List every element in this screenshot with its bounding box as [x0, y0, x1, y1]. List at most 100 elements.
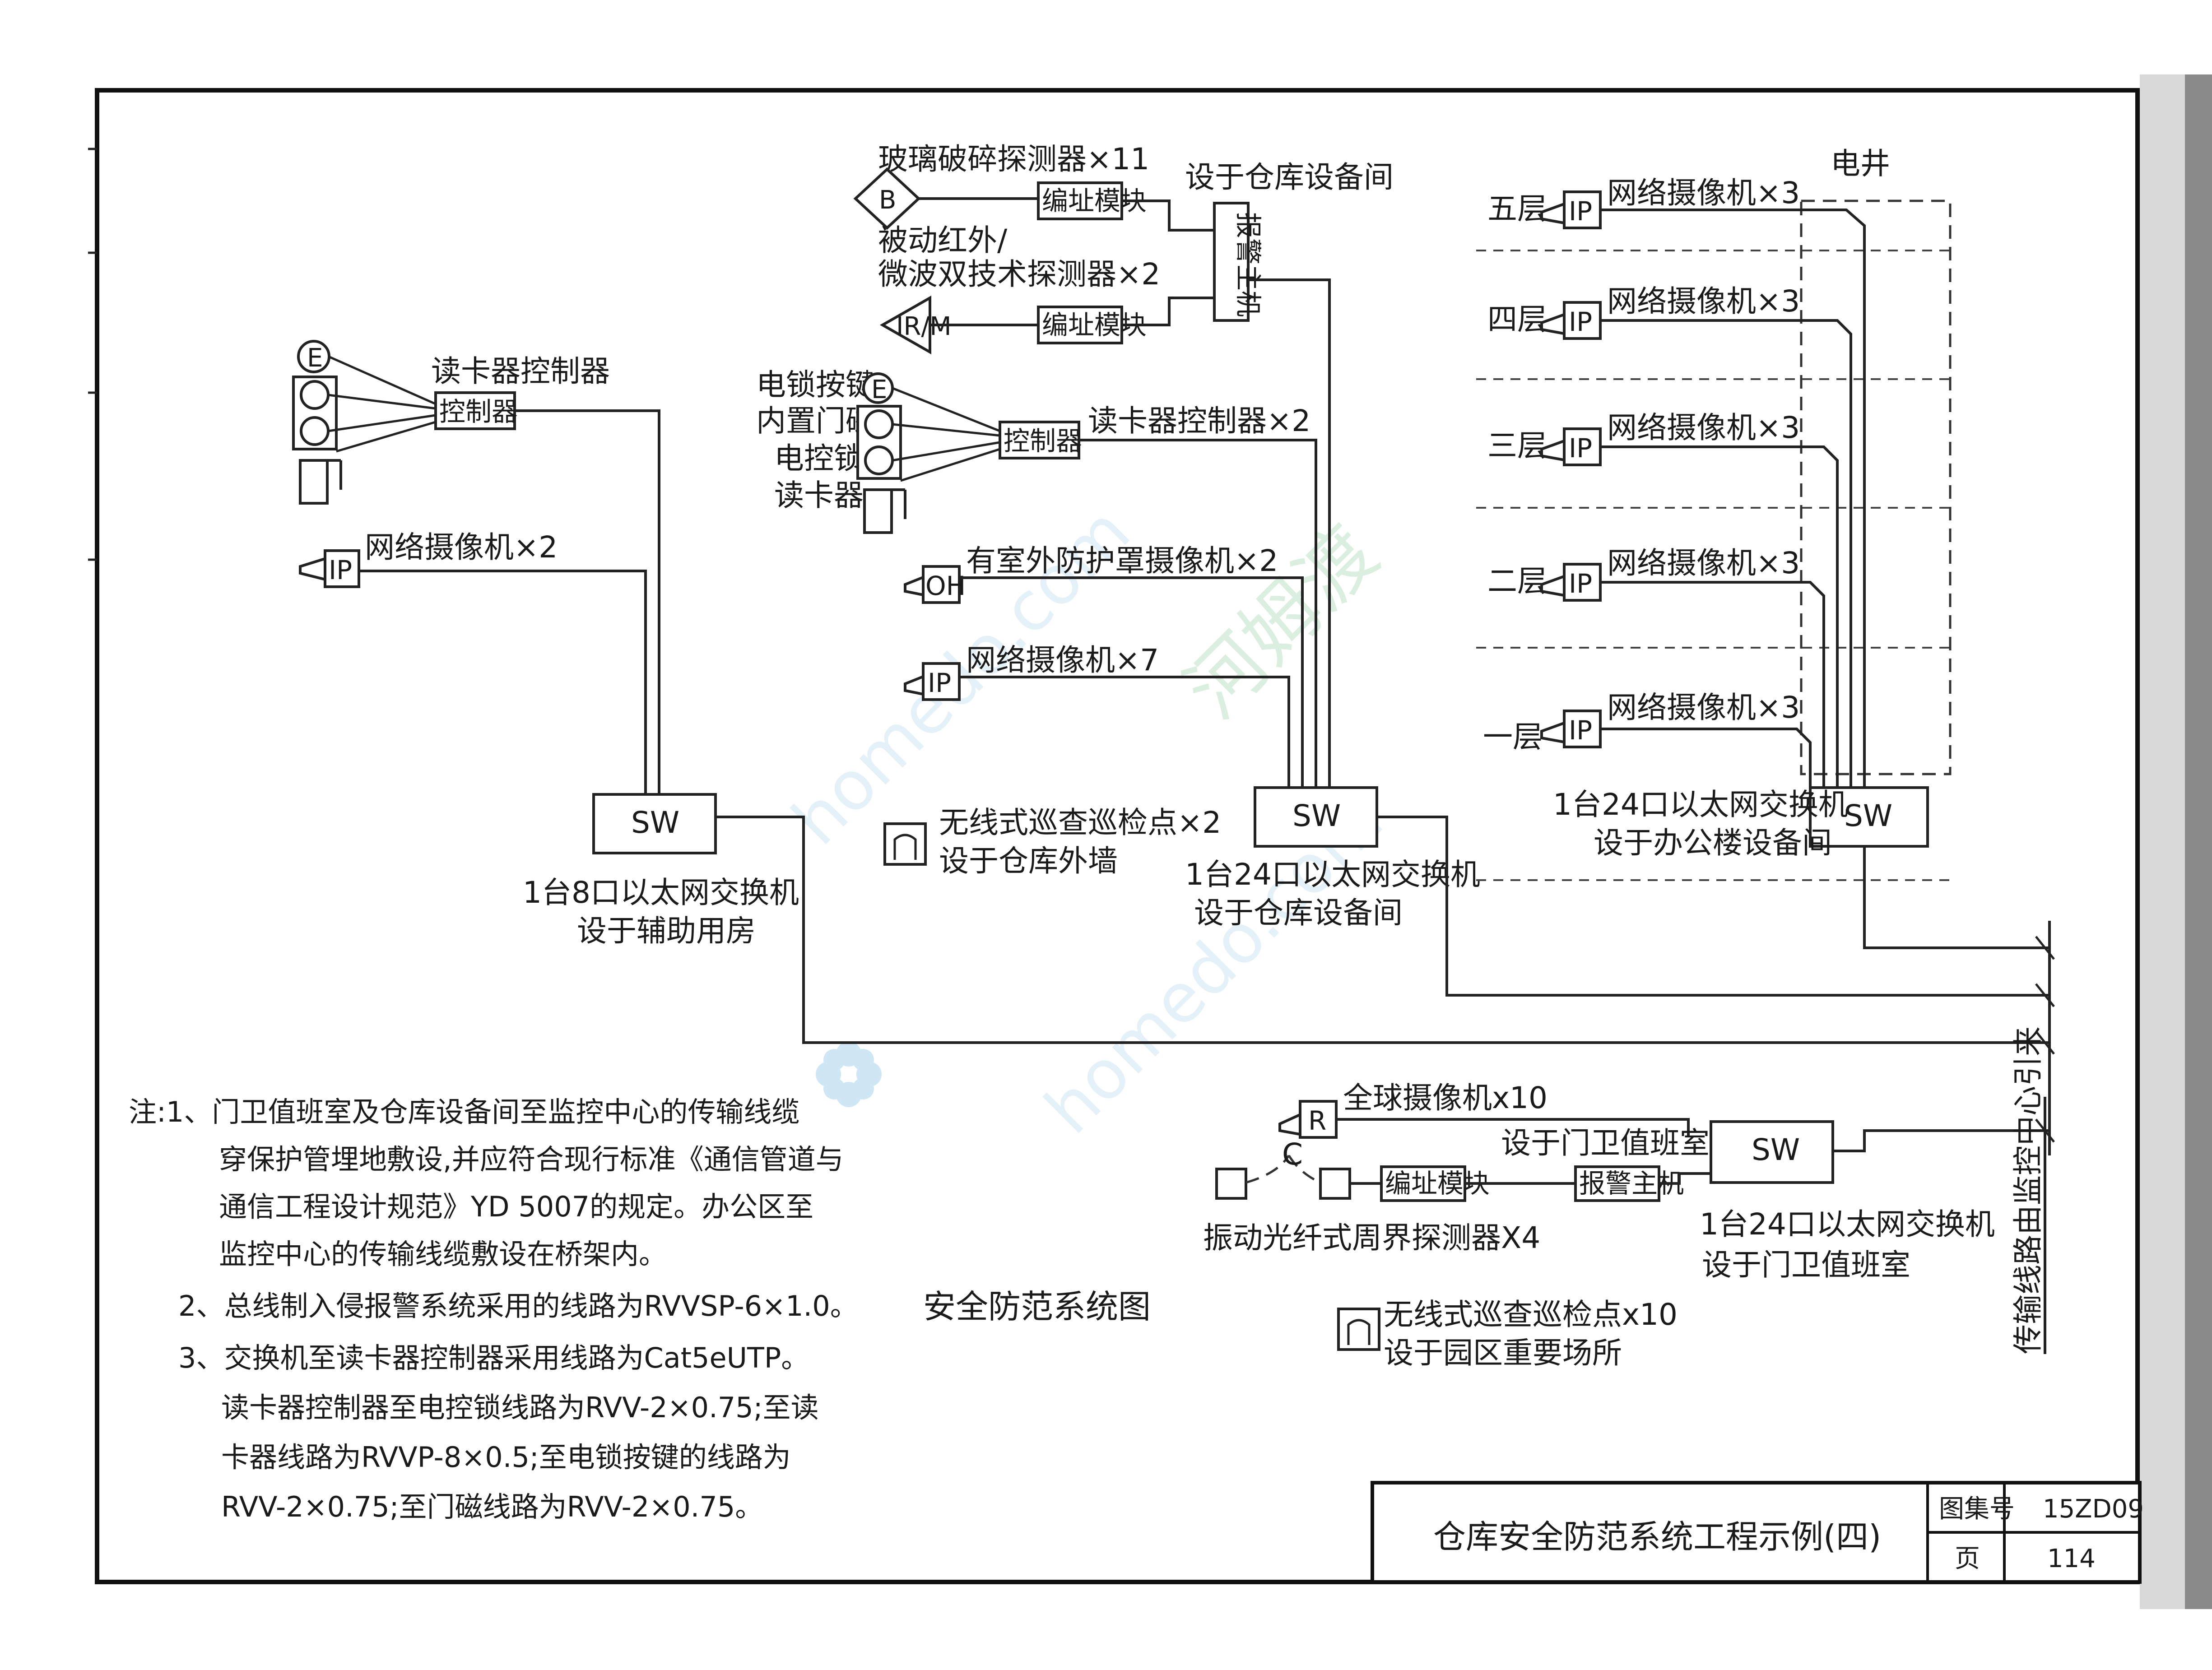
address-module-1 [1037, 181, 1123, 220]
electric-shaft-outline [1800, 199, 1952, 775]
glass-break-symbol: B [879, 186, 896, 215]
exit-button-symbol: E [307, 343, 323, 373]
note-line-4: 监控中心的传输线缆敷设在桥架内。 [219, 1238, 667, 1271]
floor-3-camera-label: 网络摄像机×3 [1607, 410, 1800, 445]
wh-ip-camera-icon [904, 662, 961, 701]
floor-4-camera-icon [1540, 301, 1602, 340]
dual-tech-label-1: 被动红外/ [878, 223, 1008, 258]
alarm-host-to-sw [1659, 1172, 1711, 1185]
floor-5-line [1600, 209, 1866, 788]
ip-camera-symbol: IP [329, 555, 352, 585]
note-line-7: 读卡器控制器至电控锁线路为RVV-2×0.75;至读 [221, 1391, 819, 1424]
park-patrol-symbol [1347, 1319, 1371, 1345]
atlas-number-value: 15ZD09 [2043, 1494, 2144, 1524]
office-switch-desc-2: 设于办公楼设备间 [1594, 826, 1832, 860]
office-switch-desc-1: 1台24口以太网交换机 [1553, 787, 1848, 822]
park-patrol-icon [1337, 1308, 1380, 1351]
fiber-start-box [1319, 1168, 1351, 1200]
aux-trunk-line [716, 816, 2049, 1044]
floor-1-camera-icon [1540, 710, 1602, 748]
gate-switch [1710, 1120, 1834, 1184]
address-module-2 [1037, 306, 1123, 344]
fiber-detector-label: 振动光纤式周界探测器X4 [1203, 1220, 1540, 1255]
patrol-point-symbol [893, 834, 917, 860]
trunk-origin-label: 传输线路由监控中心引来 [2011, 1026, 2045, 1354]
office-switch [1809, 786, 1929, 848]
group-office: 电井 五层 IP 网络摄像机×3 四层 IP 网络摄像机×3 三层 [1476, 146, 2049, 949]
warehouse-room-label: 设于仓库设备间 [1185, 160, 1394, 195]
wh-ip-camera-symbol: IP [928, 668, 951, 698]
camera-to-sw-line [359, 570, 647, 794]
sheet-title: 仓库安全防范系统工程示例(四) [1433, 1518, 1881, 1556]
outdoor-camera-icon [904, 565, 961, 604]
aux-camera-label: 网络摄像机×2 [365, 530, 558, 565]
fiber-loop-1 [1245, 1155, 1290, 1184]
floor-5-camera-label: 网络摄像机×3 [1607, 176, 1800, 210]
module1-to-alarm-line [1122, 199, 1214, 232]
binding-edge [2185, 74, 2212, 1609]
floor-4-camera-symbol: IP [1569, 306, 1592, 337]
controller-label: 控制器 [439, 396, 518, 427]
floor-2-camera-icon [1540, 563, 1602, 602]
patrol-label-1: 无线式巡查巡检点×2 [939, 805, 1221, 840]
floor-2-camera-symbol: IP [1569, 568, 1592, 599]
fiber-loop-2 [1287, 1155, 1321, 1184]
fiber-c-label: C [1282, 1137, 1303, 1172]
group-warehouse: 玻璃破碎探测器×11 B 编址模块 被动红外/ 微波双技术探测器×2 IR/M … [756, 142, 2049, 997]
card-reader-icon [299, 459, 329, 505]
wh-controller-label: 控制器 [1004, 426, 1082, 456]
note-line-6: 3、交换机至读卡器控制器采用线路为Cat5eUTP。 [178, 1341, 809, 1374]
alarm-host-box [1213, 202, 1250, 322]
floor-3-camera-symbol: IP [1569, 433, 1592, 464]
card-controller-title: 读卡器控制器 [431, 354, 610, 389]
alarm-to-sw-line [1248, 278, 1331, 788]
title-block: 仓库安全防范系统工程示例(四) 图集号 15ZD09 页 114 [1371, 1481, 2144, 1584]
wh-door-contact-icon [864, 409, 894, 439]
floor-1-camera-label: 网络摄像机×3 [1607, 690, 1800, 725]
wh-switch-label: SW [1292, 798, 1341, 833]
gate-room-label: 设于门卫值班室 [1501, 1126, 1710, 1160]
shaft-label: 电井 [1831, 146, 1890, 181]
floor-4-line [1600, 319, 1852, 788]
aux-switch-label: SW [631, 805, 679, 840]
wh-card-reader-icon [863, 488, 893, 534]
floor-5-camera-symbol: IP [1569, 196, 1592, 227]
gate-switch-desc-1: 1台24口以太网交换机 [1700, 1207, 1995, 1242]
gate-switch-label: SW [1752, 1132, 1800, 1167]
wh-switch [1254, 786, 1378, 848]
page-label: 页 [1955, 1544, 1980, 1573]
margin-ticks [88, 148, 97, 561]
floor-1-camera-symbol: IP [1569, 715, 1592, 746]
alarm-host-label: 报警主机 [1233, 212, 1264, 317]
wh-controller-to-sw-line [1079, 439, 1317, 788]
card-controller-box [434, 391, 516, 430]
floor-5-label: 五层 [1487, 191, 1547, 226]
floor-3-label: 三层 [1487, 428, 1547, 463]
outdoor-cam-to-sw-line [959, 576, 1304, 788]
note-line-5: 2、总线制入侵报警系统采用的线路为RVVSP-6×1.0。 [178, 1290, 858, 1322]
aux-switch-desc-2: 设于辅助用房 [577, 914, 756, 948]
patrol-point-icon [883, 822, 927, 866]
dome-to-sw-line [1336, 1118, 1690, 1137]
wh-exit-symbol: E [871, 375, 887, 404]
aux-switch-desc-1: 1台8口以太网交换机 [523, 875, 799, 910]
glass-break-label: 玻璃破碎探测器×11 [878, 142, 1149, 176]
ip-camera-icon [299, 549, 360, 588]
outdoor-camera-label: 有室外防护罩摄像机×2 [966, 543, 1278, 578]
note-line-8: 卡器线路为RVVP-8×0.5;至电锁按键的线路为 [221, 1441, 791, 1474]
dome-camera-symbol: R [1308, 1105, 1326, 1136]
group-gate: R 全球摄像机x10 设于门卫值班室 C 编址模块 报警主机 振动光纤式周界探测… [1203, 1081, 2049, 1370]
controller-to-sw-line [515, 409, 660, 794]
cable-bundle-ticks [2035, 936, 2055, 1143]
exit-button-text: 电锁按键 [756, 367, 875, 402]
dome-camera-label: 全球摄像机x10 [1343, 1081, 1547, 1115]
patrol-label-2: 设于仓库外墙 [939, 844, 1118, 878]
electric-lock-text: 电控锁 [774, 441, 864, 476]
floor-2-camera-label: 网络摄像机×3 [1607, 546, 1800, 580]
gate-switch-desc-2: 设于门卫值班室 [1702, 1248, 1910, 1282]
floor-5-camera-icon [1540, 190, 1602, 229]
wh-electric-lock-icon [864, 445, 894, 475]
wh-switch-desc-1: 1台24口以太网交换机 [1185, 857, 1480, 892]
